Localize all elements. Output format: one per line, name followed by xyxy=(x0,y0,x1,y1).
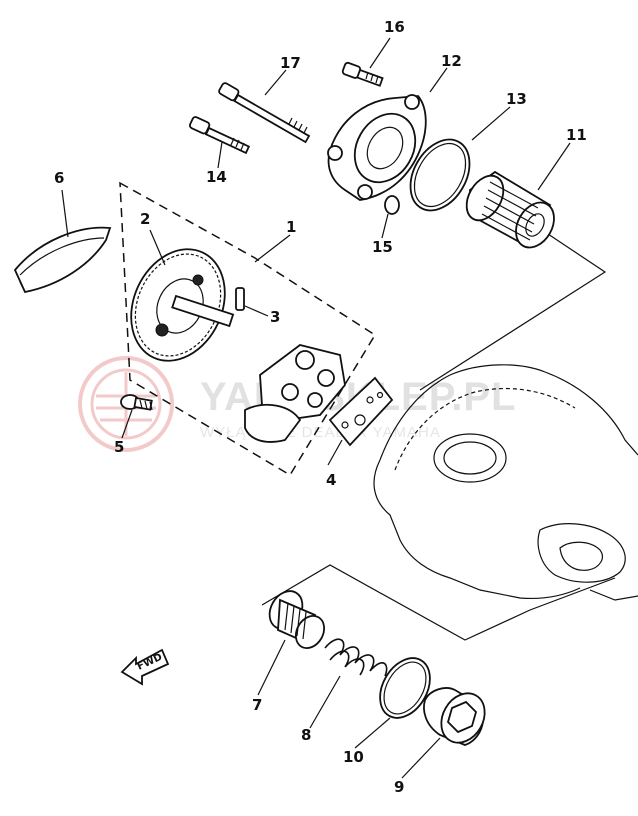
label-14: 14 xyxy=(206,168,227,186)
part-4-gasket xyxy=(328,376,394,447)
part-2-gear xyxy=(130,248,235,362)
part-17-bolt xyxy=(218,82,311,144)
part-11-filter xyxy=(465,170,555,249)
label-11: 11 xyxy=(566,126,587,144)
assembly-box-1 xyxy=(119,181,377,477)
part-8-spring xyxy=(324,638,388,677)
part-labels: 1 2 3 4 5 6 7 8 9 10 11 12 13 14 15 16 1… xyxy=(54,18,587,796)
label-16: 16 xyxy=(384,18,405,36)
strainer-leader xyxy=(261,564,616,641)
label-13: 13 xyxy=(506,90,527,108)
part-12-filter-cover xyxy=(327,94,427,201)
part-6-cover xyxy=(13,226,112,294)
label-4: 4 xyxy=(326,471,336,489)
label-15: 15 xyxy=(372,238,393,256)
crankcase-outline xyxy=(373,364,638,601)
label-6: 6 xyxy=(54,169,64,187)
part-5-screw xyxy=(120,394,153,411)
part-10-oring xyxy=(379,657,431,719)
part-1-pump xyxy=(244,344,346,443)
label-2: 2 xyxy=(140,210,150,228)
watermark-line2: WYŁĄCZNIE DEALER YAMAHA xyxy=(200,424,441,441)
label-10: 10 xyxy=(343,748,364,766)
part-7-strainer xyxy=(268,590,326,649)
fwd-arrow: FWD xyxy=(120,648,170,686)
label-1: 1 xyxy=(286,218,296,236)
label-12: 12 xyxy=(441,52,462,70)
part-13-oring xyxy=(409,138,471,212)
part-14-bolt xyxy=(189,116,251,155)
part-16-bolt xyxy=(341,61,384,87)
label-8: 8 xyxy=(301,726,311,744)
label-3: 3 xyxy=(270,308,280,326)
part-9-plug xyxy=(423,687,486,746)
filter-leader xyxy=(419,231,607,391)
label-5: 5 xyxy=(114,438,124,456)
leader-lines xyxy=(61,37,571,779)
part-15-oring xyxy=(384,195,400,215)
label-17: 17 xyxy=(280,54,301,72)
label-9: 9 xyxy=(394,778,404,796)
label-7: 7 xyxy=(252,696,262,714)
part-3-pin xyxy=(235,287,245,311)
